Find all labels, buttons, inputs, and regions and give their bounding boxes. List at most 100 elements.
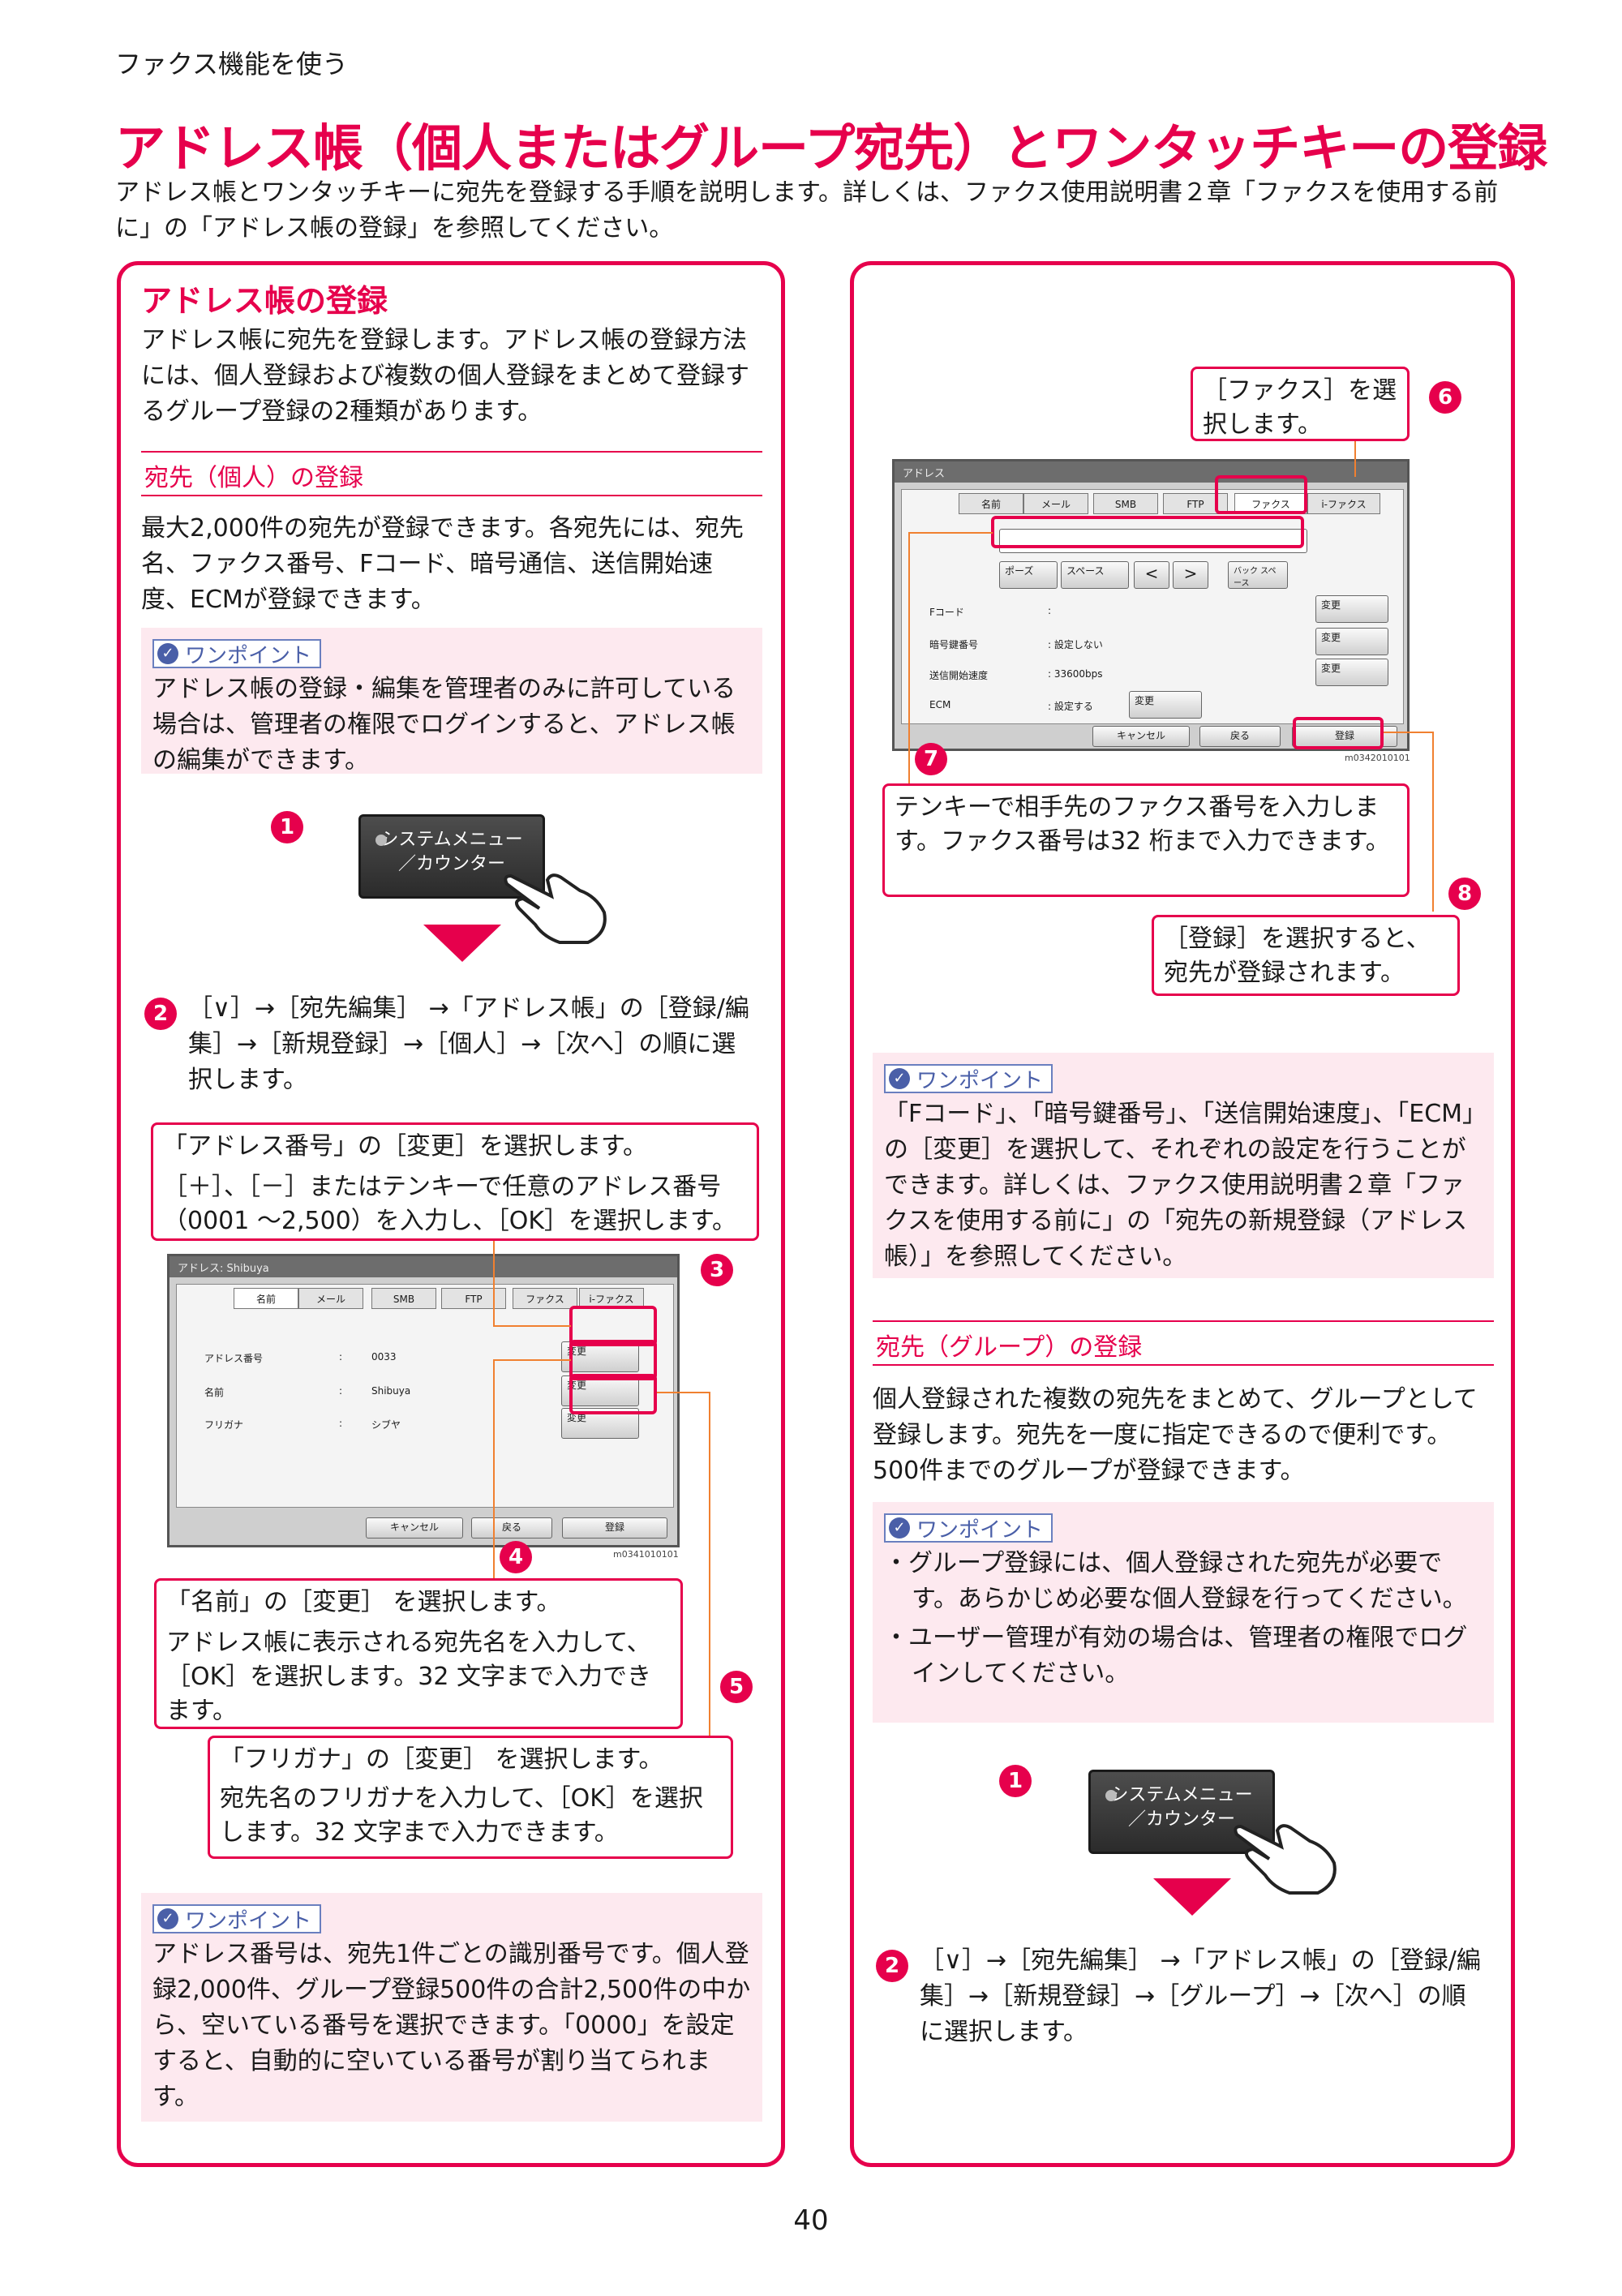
step2-instruction: ［∨］→［宛先編集］ →「アドレス帳」の［登録/編集］→［新規登録］→［グループ… — [920, 1946, 1481, 2046]
tip-box-4: ✓ワンポイント ・グループ登録には、個人登録された宛先が必要です。あらかじめ必要… — [873, 1502, 1494, 1723]
backspace-key[interactable]: バック スペース — [1228, 561, 1288, 589]
back-button[interactable]: 戻る — [471, 1517, 552, 1539]
pointing-hand-icon — [504, 873, 607, 944]
leader-line — [493, 1241, 495, 1327]
pointing-hand-icon — [1234, 1824, 1337, 1895]
address-edit-screen: アドレス: Shibuya 名前 メール SMB FTP ファクス i-ファクス… — [167, 1254, 680, 1547]
callout-name: 「名前」の［変更］ を選択します。 アドレス帳に表示される宛先名を入力して、［O… — [154, 1578, 683, 1729]
callout-number: 5 — [720, 1671, 753, 1703]
tip-badge: ✓ワンポイント — [884, 1064, 1053, 1093]
tip-badge: ✓ワンポイント — [152, 639, 322, 668]
row-encryption-value: : 設定しない — [1048, 639, 1103, 650]
callout-number: 6 — [1429, 381, 1461, 414]
row-speed-value: : 33600bps — [1048, 668, 1103, 680]
cancel-button[interactable]: キャンセル — [366, 1517, 463, 1539]
fax-settings-screen: アドレス 名前 メール SMB FTP ファクス i-ファクス ポーズ スペース… — [892, 459, 1410, 751]
tab-email[interactable]: メール — [298, 1288, 363, 1309]
row-speed-label: 送信開始速度 — [929, 670, 989, 681]
row-ecm-label: ECM — [929, 699, 951, 710]
leader-line — [709, 1392, 710, 1736]
group-subtitle: 宛先（グループ）の登録 — [873, 1320, 1494, 1366]
row-name-label: 名前 — [204, 1387, 225, 1398]
individual-body: 最大2,000件の宛先が登録できます。各宛先には、宛先名、ファクス番号、Fコード… — [141, 514, 744, 614]
magnifier-icon: ✓ — [157, 643, 178, 664]
change-encryption-button[interactable]: 変更 — [1315, 628, 1388, 655]
tip-badge: ✓ワンポイント — [152, 1904, 322, 1933]
page-intro: アドレス帳とワンタッチキーに宛先を登録する手順を説明します。詳しくは、ファクス使… — [115, 178, 1499, 242]
screen-title: アドレス: Shibuya — [169, 1256, 677, 1277]
back-button[interactable]: 戻る — [1199, 726, 1281, 747]
screen-body: 名前 メール SMB FTP ファクス i-ファクス アドレス番号 : 0033… — [176, 1284, 674, 1508]
space-key[interactable]: スペース — [1061, 561, 1129, 589]
tab-ftp[interactable]: FTP — [441, 1288, 506, 1309]
row-ecm-value: : 設定する — [1048, 701, 1093, 712]
left-panel — [117, 261, 785, 2167]
magnifier-icon: ✓ — [889, 1068, 910, 1089]
cursor-left-key[interactable]: < — [1134, 561, 1169, 589]
callout-fax-number: テンキーで相手先のファクス番号を入力します。ファクス番号は32 桁まで入力できま… — [882, 783, 1410, 897]
screen-title: アドレス — [895, 461, 1407, 483]
row-furigana-label: フリガナ — [204, 1419, 244, 1431]
callout-number: 3 — [701, 1254, 733, 1286]
row-name-value: Shibuya — [371, 1385, 411, 1397]
step-number: 2 — [144, 998, 177, 1030]
row-address-number-label: アドレス番号 — [204, 1353, 264, 1364]
row-encryption-label: 暗号鍵番号 — [929, 639, 979, 650]
tab-ifax[interactable]: i-ファクス — [1307, 493, 1380, 514]
row-furigana-value: シブヤ — [371, 1419, 401, 1431]
tab-name[interactable]: 名前 — [234, 1288, 298, 1309]
tip-text: 「Fコード」、「暗号鍵番号」、「送信開始速度」、「ECM」の［変更］を選択して、… — [884, 1100, 1475, 1271]
address-book-title: アドレス帳の登録 — [141, 283, 388, 319]
screen-body: 名前 メール SMB FTP ファクス i-ファクス ポーズ スペース < > … — [901, 489, 1404, 724]
tab-email[interactable]: メール — [1023, 493, 1088, 514]
magnifier-icon: ✓ — [889, 1517, 910, 1539]
figure-code: m0341010101 — [613, 1549, 679, 1560]
tab-smb[interactable]: SMB — [1093, 493, 1158, 514]
system-menu-counter-button[interactable]: システムメニュー ／カウンター — [1088, 1770, 1275, 1854]
change-ecm-button[interactable]: 変更 — [1129, 691, 1202, 719]
down-arrow — [423, 925, 501, 962]
page-number: 40 — [793, 2204, 829, 2237]
fax-number-input[interactable] — [999, 529, 1307, 553]
magnifier-icon: ✓ — [157, 1908, 178, 1929]
callout-number: 8 — [1448, 878, 1481, 910]
callout-number: 7 — [915, 743, 947, 775]
row-address-number-value: 0033 — [371, 1351, 397, 1363]
tip-bullet: ・グループ登録には、個人登録された宛先が必要です。あらかじめ必要な個人登録を行っ… — [884, 1549, 1467, 1613]
step-number: 2 — [876, 1950, 908, 1982]
tab-fax[interactable]: ファクス — [513, 1288, 577, 1309]
cancel-button[interactable]: キャンセル — [1092, 726, 1190, 747]
tip-box-1: ✓ワンポイント アドレス帳の登録・編集を管理者のみに許可している場合は、管理者の… — [141, 628, 762, 775]
callout-number: 4 — [500, 1541, 532, 1573]
tip-text: アドレス帳の登録・編集を管理者のみに許可している場合は、管理者の権限でログインす… — [152, 675, 736, 775]
highlight-change-address-number — [569, 1306, 657, 1346]
indicator-icon — [375, 835, 387, 846]
callout-address-number: 「アドレス番号」の［変更］を選択します。 ［＋］、［－］またはテンキーで任意のア… — [151, 1122, 759, 1241]
callout-furigana: 「フリガナ」の［変更］ を選択します。 宛先名のフリガナを入力して、［OK］を選… — [208, 1736, 733, 1859]
row-fcode-value: : — [1048, 605, 1052, 616]
leader-line — [493, 1359, 571, 1361]
highlight-fax-number-input — [991, 516, 1304, 548]
tip-badge: ✓ワンポイント — [884, 1513, 1053, 1543]
pause-key[interactable]: ポーズ — [999, 561, 1058, 589]
leader-line — [1432, 732, 1434, 912]
leader-line — [493, 1325, 571, 1327]
cursor-right-key[interactable]: > — [1173, 561, 1208, 589]
register-button[interactable]: 登録 — [562, 1517, 667, 1539]
tab-smb[interactable]: SMB — [371, 1288, 436, 1309]
leader-line — [493, 1359, 495, 1578]
change-speed-button[interactable]: 変更 — [1315, 659, 1388, 686]
section-label: ファクス機能を使う — [115, 49, 349, 79]
group-body: 個人登録された複数の宛先をまとめて、グループとして登録します。宛先を一度に指定で… — [873, 1385, 1478, 1485]
tip-text: アドレス番号は、宛先1件ごとの識別番号です。個人登録2,000件、グループ登録5… — [152, 1940, 751, 2111]
indicator-icon — [1105, 1790, 1117, 1801]
highlight-register-button — [1293, 717, 1384, 749]
change-fcode-button[interactable]: 変更 — [1315, 595, 1388, 623]
leader-line — [1384, 732, 1434, 733]
highlight-change-furigana — [569, 1374, 657, 1414]
down-arrow — [1153, 1878, 1231, 1916]
tab-name[interactable]: 名前 — [959, 493, 1023, 514]
step2-instruction: ［∨］→［宛先編集］ →「アドレス帳」の［登録/編集］→［新規登録］→［個人］→… — [188, 994, 749, 1094]
figure-code: m0342010101 — [1345, 753, 1410, 763]
tip-box-3: ✓ワンポイント 「Fコード」、「暗号鍵番号」、「送信開始速度」、「ECM」の［変… — [873, 1053, 1494, 1278]
